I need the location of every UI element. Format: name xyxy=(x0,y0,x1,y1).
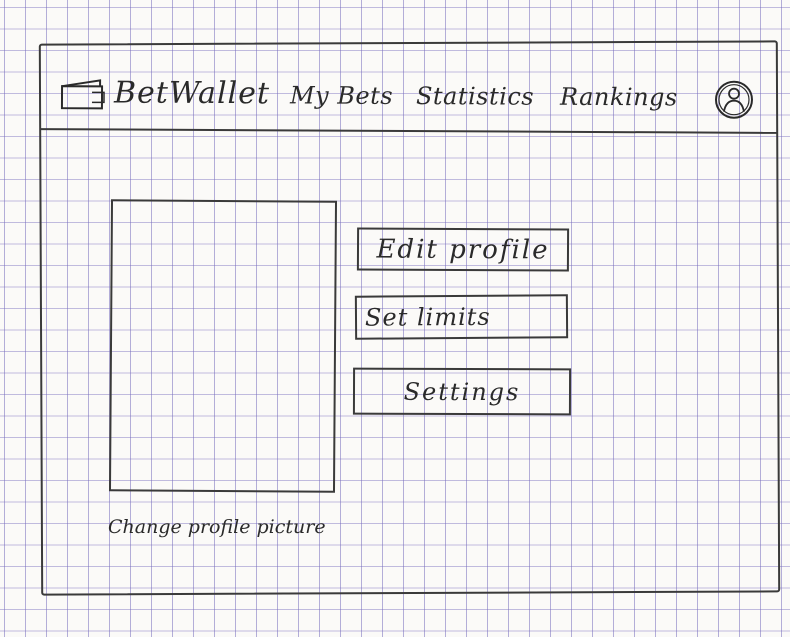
change-profile-picture-link[interactable]: Change profile picture xyxy=(108,516,326,538)
settings-button[interactable]: Settings xyxy=(352,367,572,416)
nav-item-my-bets[interactable]: My Bets xyxy=(289,81,394,110)
brand[interactable]: BetWallet xyxy=(60,75,270,111)
brand-label: BetWallet xyxy=(113,75,271,112)
profile-picture[interactable] xyxy=(108,199,338,493)
nav-item-statistics[interactable]: Statistics xyxy=(415,82,535,111)
nav-item-rankings[interactable]: Rankings xyxy=(559,82,678,112)
navbar: BetWallet My Bets Statistics Rankings xyxy=(39,62,778,134)
set-limits-button[interactable]: Set limits xyxy=(354,294,569,340)
user-avatar-icon[interactable] xyxy=(714,78,754,122)
edit-profile-button[interactable]: Edit profile xyxy=(356,227,570,272)
wallet-icon xyxy=(60,76,106,110)
